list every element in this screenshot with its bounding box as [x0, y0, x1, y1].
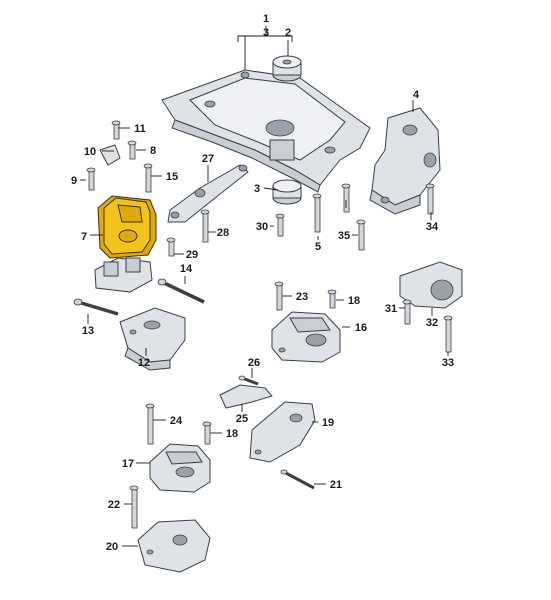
bolts-and-screws: [73, 120, 453, 529]
label-32: 32: [426, 317, 438, 329]
label-14: 14: [180, 263, 193, 275]
engine-mount-part-7-highlighted: [97, 195, 157, 259]
clip-part-10: [99, 144, 121, 166]
label-18-upper: 18: [348, 295, 360, 307]
bracket-part-25: [219, 384, 273, 409]
bracket-part-32: [399, 261, 463, 309]
label-26: 26: [248, 357, 260, 369]
rubber-mount-part-3: [272, 179, 302, 205]
label-8: 8: [150, 145, 156, 157]
label-21: 21: [330, 479, 342, 491]
label-11: 11: [134, 123, 146, 135]
label-10: 10: [84, 146, 96, 158]
part-number-labels: 1 3 2 4 11 8 10 9 15 27 7 3 28 29 30 5 3…: [71, 13, 454, 553]
label-13: 13: [82, 325, 94, 337]
subframe-part: [161, 69, 371, 193]
bracket-part-4: [369, 107, 441, 215]
label-3-bottom: 3: [254, 183, 260, 195]
label-15: 15: [166, 171, 178, 183]
label-22: 22: [108, 499, 120, 511]
label-9: 9: [71, 175, 77, 187]
engine-mount-part-16: [271, 311, 341, 363]
label-30: 30: [256, 221, 268, 233]
label-12: 12: [138, 357, 150, 369]
label-24: 24: [170, 415, 183, 427]
label-19: 19: [322, 417, 334, 429]
label-17: 17: [122, 458, 134, 470]
label-4: 4: [413, 89, 420, 101]
label-31: 31: [385, 303, 397, 315]
label-7: 7: [81, 231, 87, 243]
label-3-top: 3: [263, 27, 269, 39]
label-25: 25: [236, 413, 248, 425]
bracket-part-12: [119, 307, 186, 371]
mount-bracket-under-7: [94, 257, 153, 293]
label-16: 16: [355, 322, 367, 334]
label-20: 20: [106, 541, 118, 553]
label-34: 34: [426, 221, 439, 233]
rubber-mount-part-2: [272, 55, 302, 82]
label-5: 5: [315, 241, 321, 253]
label-23: 23: [296, 291, 308, 303]
bracket-part-19: [249, 401, 316, 463]
bracket-part-20: [137, 519, 211, 573]
engine-mount-part-17: [149, 443, 211, 493]
label-33: 33: [442, 357, 454, 369]
label-29: 29: [186, 249, 198, 261]
label-18-lower: 18: [226, 428, 238, 440]
label-1: 1: [263, 13, 269, 25]
torque-arm-part-27: [167, 164, 249, 223]
label-27: 27: [202, 153, 214, 165]
label-28: 28: [217, 227, 229, 239]
label-2: 2: [285, 27, 291, 39]
label-35: 35: [338, 230, 350, 242]
leader-lines: [80, 26, 449, 547]
